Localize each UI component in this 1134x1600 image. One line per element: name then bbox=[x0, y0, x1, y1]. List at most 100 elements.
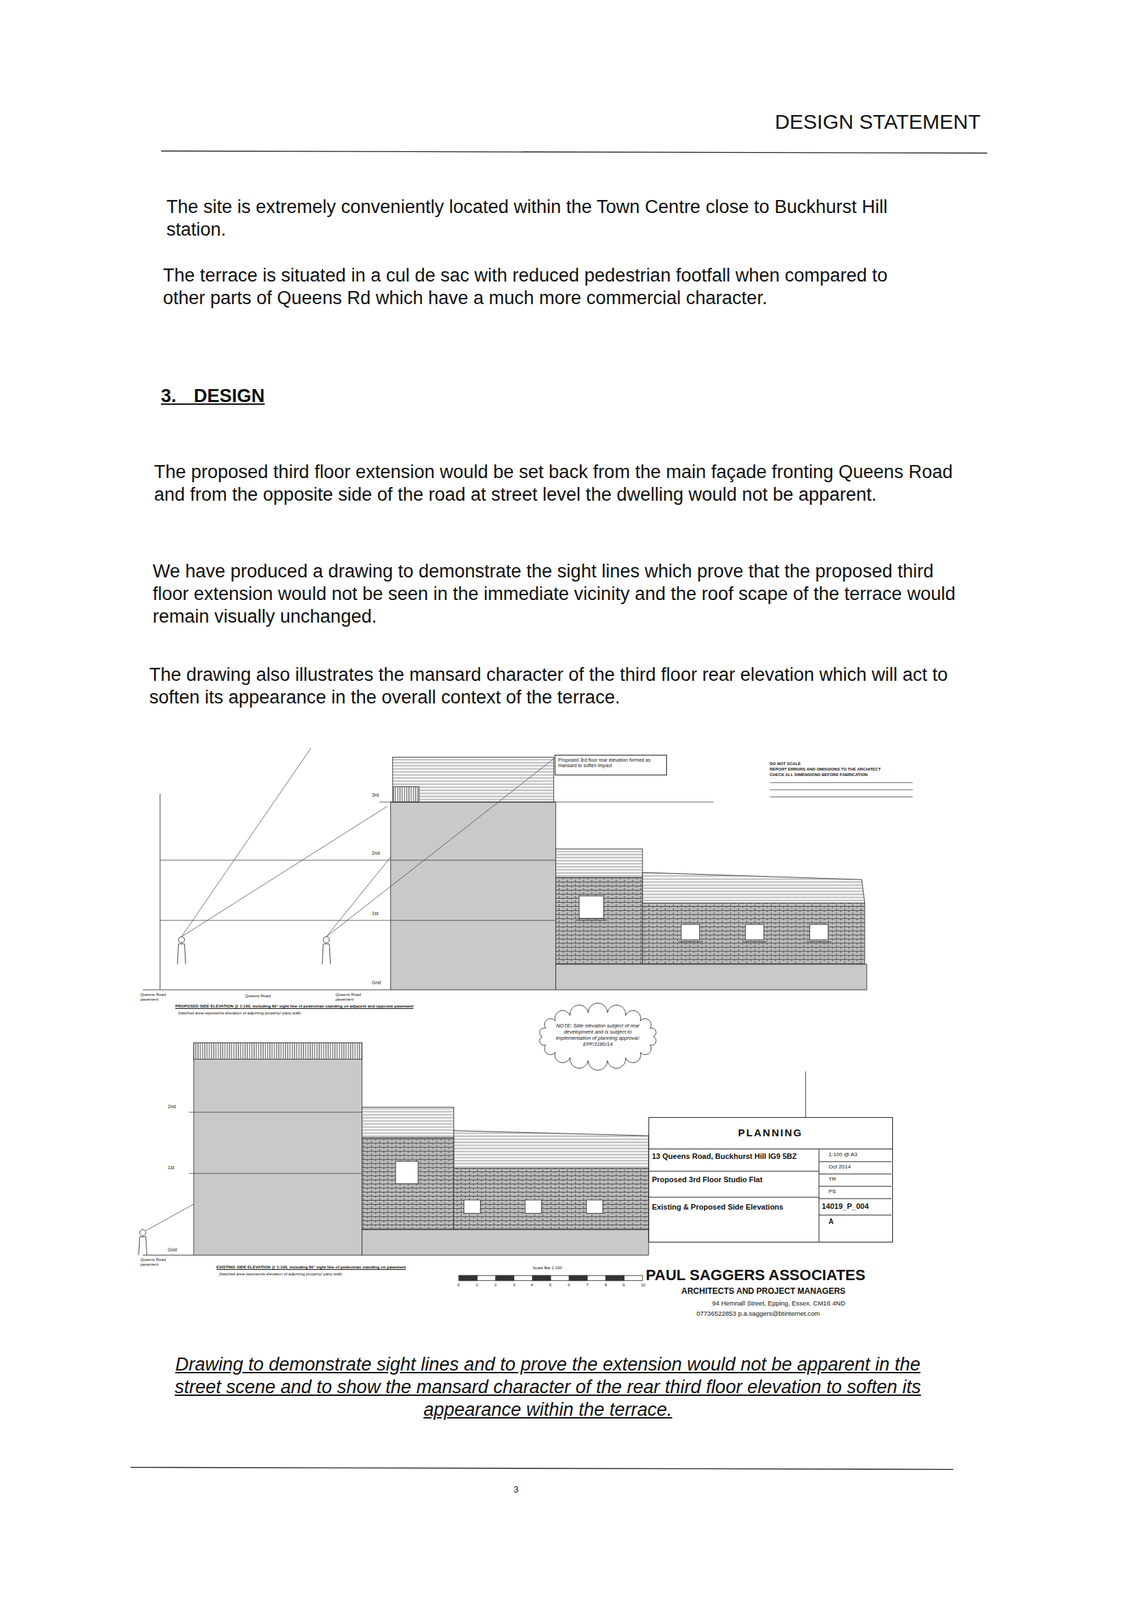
line-shape bbox=[130, 1466, 954, 1469]
page-rules bbox=[130, 150, 988, 1469]
level-marker: 1st bbox=[371, 910, 378, 917]
rect-shape bbox=[556, 849, 644, 878]
drawing-note: CHECK ALL DIMENSIONS BEFORE FABRICATION bbox=[769, 772, 868, 778]
rect-shape bbox=[392, 756, 554, 802]
grid-line bbox=[819, 1198, 892, 1200]
section-heading: 3. DESIGN bbox=[160, 384, 435, 408]
sight-lines bbox=[181, 747, 557, 937]
grid-line bbox=[819, 1186, 892, 1187]
grid-line bbox=[819, 1149, 820, 1243]
cloud-path bbox=[539, 1002, 657, 1070]
project-title: Proposed 3rd Floor Studio Flat bbox=[651, 1175, 813, 1184]
rect-shape bbox=[193, 1042, 363, 1060]
path-shape bbox=[177, 943, 186, 965]
rect-shape bbox=[532, 1275, 551, 1280]
scale-number: 9 bbox=[622, 1282, 625, 1288]
body-paragraph: We have produced a drawing to demonstrat… bbox=[152, 560, 958, 628]
body-paragraph: The site is extremely conveniently locat… bbox=[166, 195, 893, 242]
rect-shape bbox=[458, 1275, 478, 1280]
stamp-text: PLANNING bbox=[649, 1126, 892, 1139]
rect-shape bbox=[586, 1199, 603, 1213]
rect-shape bbox=[642, 902, 865, 964]
drawing-number: 14019_P_004 bbox=[821, 1201, 869, 1211]
rect-shape bbox=[395, 1160, 419, 1184]
drawn-field: TR bbox=[828, 1175, 837, 1183]
road-label: Queens Road pavement bbox=[335, 992, 374, 1002]
scale-number: 6 bbox=[567, 1282, 570, 1288]
line-shape bbox=[159, 793, 161, 990]
circle-shape bbox=[178, 936, 185, 943]
polygon-shape bbox=[454, 1130, 649, 1169]
road-label: Queens Road pavement bbox=[140, 992, 174, 1002]
rect-shape bbox=[362, 1106, 455, 1138]
note-text: NOTE: Side elevation subject of rear dev… bbox=[553, 1022, 643, 1048]
title-block: 13 Queens Road, Buckhurst Hill IG9 5BZPr… bbox=[648, 1149, 893, 1243]
rect-shape bbox=[393, 786, 420, 802]
page-header: DESIGN STATEMENT bbox=[725, 109, 981, 135]
body-paragraph: The drawing also illustrates the mansard… bbox=[149, 663, 951, 709]
company-subtitle: ARCHITECTS AND PROJECT MANAGERS bbox=[681, 1286, 846, 1296]
drawing-note: (hatched area represents elevation of ad… bbox=[178, 1010, 301, 1016]
revision-letter: A bbox=[828, 1217, 834, 1226]
line-shape bbox=[181, 805, 388, 937]
figure-caption: Drawing to demonstrate sight lines and t… bbox=[150, 1353, 945, 1421]
grid-line bbox=[819, 1214, 892, 1216]
line-shape bbox=[326, 756, 557, 937]
scale-field: 1:100 @ A3 bbox=[828, 1151, 858, 1158]
rect-shape bbox=[454, 1168, 649, 1230]
rect-shape bbox=[569, 1275, 588, 1280]
scale-number: 0 bbox=[457, 1282, 460, 1288]
road-label: Queens Road pavement bbox=[140, 1257, 174, 1267]
line-shape bbox=[379, 801, 714, 802]
scale-number: 10 bbox=[640, 1282, 646, 1288]
line-shape bbox=[181, 747, 311, 937]
line-shape bbox=[160, 150, 987, 153]
company-address: 94 Hemnall Street, Epping, Essex. CM16 4… bbox=[712, 1299, 846, 1307]
circle-shape bbox=[139, 1229, 146, 1236]
drawing-title: EXISTING SIDE ELEVATION @ 1:100, includi… bbox=[216, 1264, 407, 1270]
grid-line bbox=[819, 1173, 892, 1175]
line-shape bbox=[769, 789, 913, 791]
company-name: PAUL SAGGERS ASSOCIATES bbox=[645, 1266, 866, 1284]
line-shape bbox=[189, 1173, 368, 1174]
scale-title: Scale Bar 1:100 bbox=[532, 1265, 563, 1271]
proposed-elevation bbox=[142, 747, 913, 990]
drawing-note: (hatched area represents elevation of ad… bbox=[219, 1271, 342, 1277]
rect-shape bbox=[606, 1275, 625, 1280]
page-number: 3 bbox=[513, 1483, 519, 1495]
rect-shape bbox=[390, 801, 556, 990]
line-shape bbox=[160, 919, 572, 921]
line-shape bbox=[742, 941, 767, 943]
level-marker: 2nd bbox=[371, 850, 381, 856]
path-shape bbox=[322, 943, 331, 965]
body-paragraph: The proposed third floor extension would… bbox=[154, 460, 976, 507]
line-shape bbox=[769, 782, 913, 783]
level-marker: Gnd bbox=[167, 1246, 177, 1253]
callout-text: Proposed 3rd floor rear elevation formed… bbox=[558, 757, 664, 770]
rect-shape bbox=[556, 964, 867, 990]
title-block-heading: PLANNING bbox=[648, 1116, 893, 1150]
level-marker: 2nd bbox=[167, 1103, 176, 1110]
rect-shape bbox=[525, 1199, 542, 1213]
polygon-shape bbox=[642, 872, 865, 904]
line-shape bbox=[575, 919, 607, 921]
grid-line bbox=[649, 1197, 819, 1198]
company-contact: 07736522853 p.a.saggers@btinternet.com bbox=[696, 1309, 820, 1317]
grid-line bbox=[649, 1170, 819, 1172]
road-label: Queens Road bbox=[245, 993, 271, 999]
drawing-note: DO NOT SCALE bbox=[769, 761, 801, 767]
rect-shape bbox=[745, 924, 765, 940]
title-block-grid bbox=[649, 1149, 892, 1243]
rect-shape bbox=[362, 1137, 455, 1230]
level-marker: 3rd bbox=[371, 792, 379, 798]
scale-number: 8 bbox=[604, 1282, 607, 1288]
rect-shape bbox=[809, 924, 828, 940]
grid-line bbox=[819, 1161, 892, 1163]
line-shape bbox=[160, 859, 572, 861]
drawing-note: REPORT ERRORS AND OMISSIONS TO THE ARCHI… bbox=[769, 766, 881, 772]
date-field: Oct 2014 bbox=[828, 1163, 851, 1171]
line-shape bbox=[326, 856, 392, 937]
rect-shape bbox=[681, 924, 700, 940]
line-shape bbox=[189, 1111, 368, 1113]
